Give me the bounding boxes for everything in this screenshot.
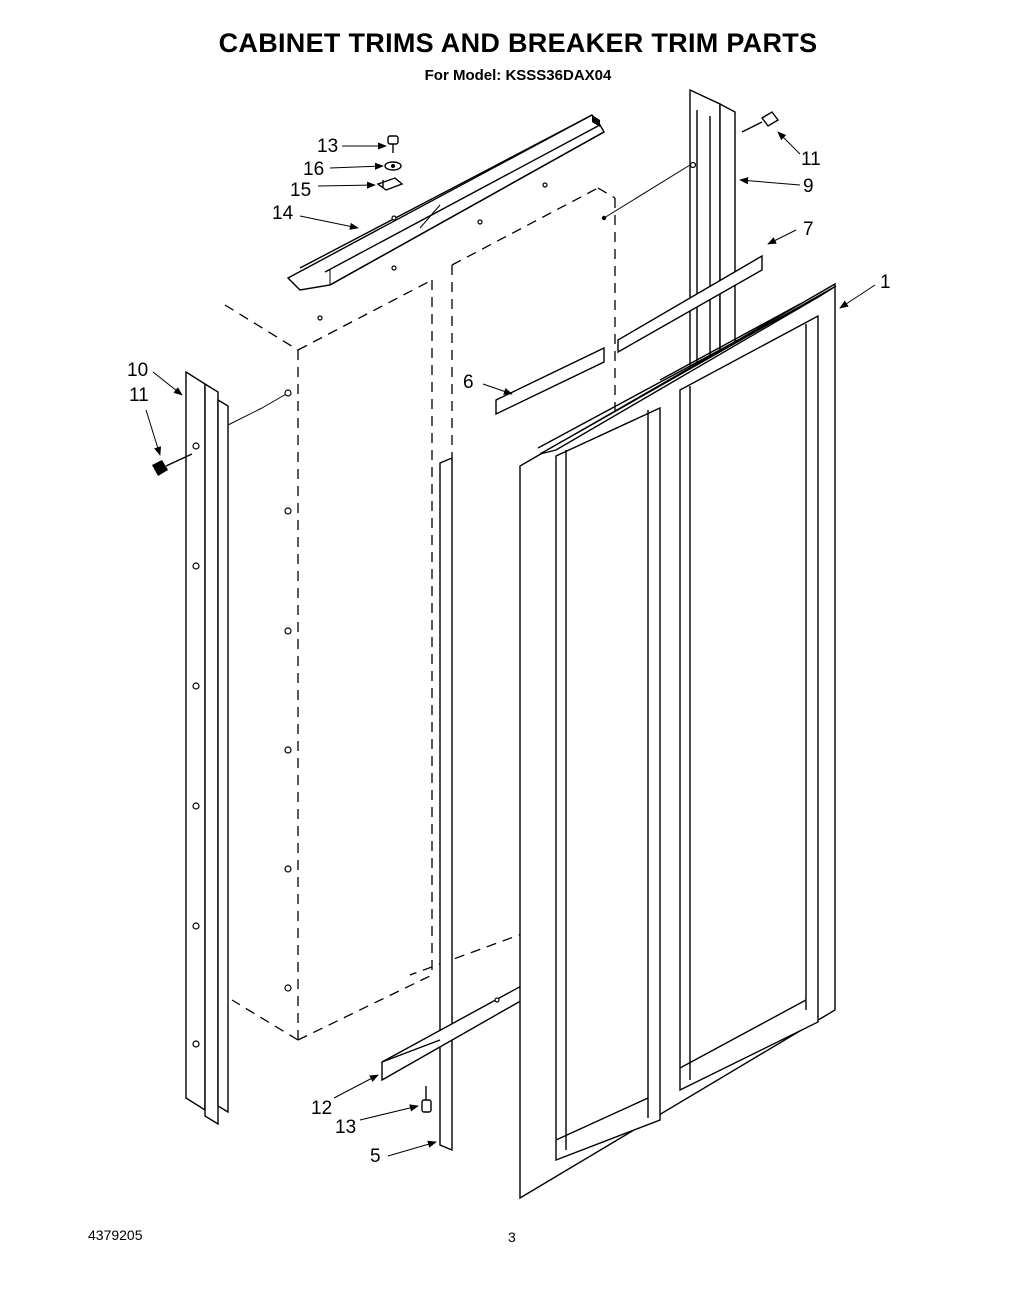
- callout-12: 12: [311, 1098, 332, 1119]
- callout-10: 10: [127, 360, 148, 381]
- model-subtitle: For Model: KSSS36DAX04: [424, 67, 612, 84]
- callout-13-bottom: 13: [335, 1117, 356, 1138]
- callout-14: 14: [272, 203, 294, 224]
- callout-11-right: 11: [801, 149, 821, 170]
- bottom-screw-part-13: [421, 1086, 432, 1113]
- callout-13-top: 13: [317, 136, 338, 157]
- callout-leaders: [145, 131, 876, 1157]
- callout-1: 1: [880, 272, 891, 293]
- callout-11-left: 11: [129, 385, 149, 406]
- page-number: 3: [508, 1229, 516, 1245]
- breaker-frame-part-1: [519, 282, 837, 1200]
- right-screw-part-11: [741, 111, 780, 133]
- top-fastener-stack: [376, 135, 404, 191]
- left-side-trim-part-10: [185, 370, 292, 1126]
- callout-15: 15: [290, 180, 311, 201]
- strip-part-7: [617, 254, 763, 354]
- callout-5: 5: [370, 1146, 381, 1167]
- callout-9: 9: [803, 176, 814, 197]
- callout-7: 7: [803, 219, 814, 240]
- page-title: CABINET TRIMS AND BREAKER TRIM PARTS: [218, 28, 818, 58]
- top-trim-part-14: [286, 114, 607, 321]
- strip-part-6: [495, 346, 605, 416]
- callout-6: 6: [463, 372, 474, 393]
- vertical-trim-part-5: [439, 456, 453, 1152]
- left-screw-part-11: [152, 453, 193, 476]
- callout-16: 16: [303, 159, 324, 180]
- document-number: 4379205: [88, 1227, 143, 1243]
